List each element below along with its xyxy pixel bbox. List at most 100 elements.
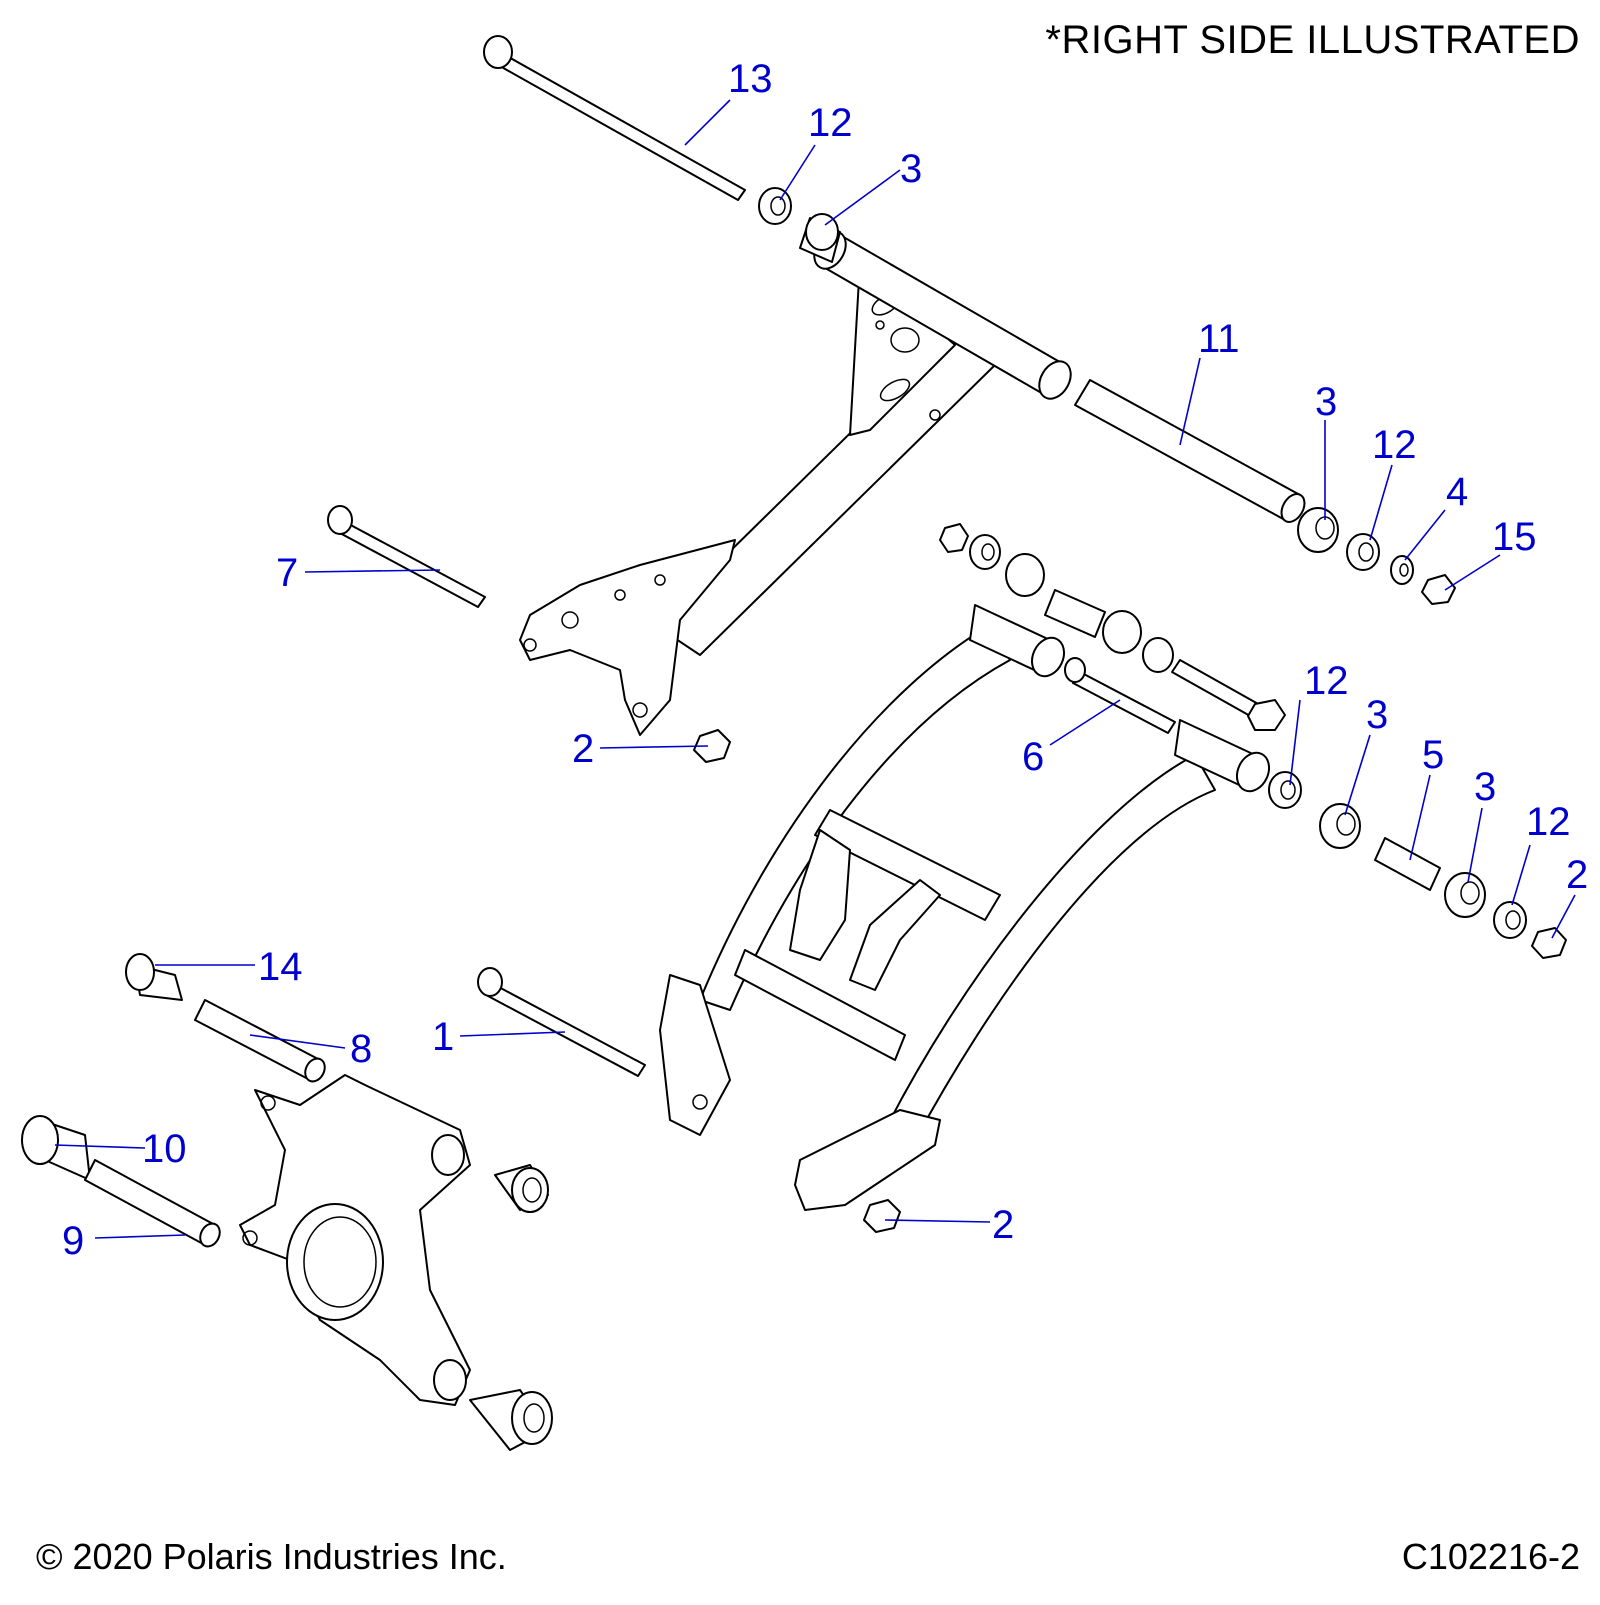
leader-5 <box>1409 774 1431 861</box>
bracket-hole-3 <box>614 589 626 601</box>
callout-4: 4 <box>1446 470 1468 514</box>
knuckle-bore <box>286 1203 384 1321</box>
callout-2-c: 2 <box>1566 853 1588 897</box>
knuckle-bushing-lower <box>469 1389 553 1451</box>
nut-15-body <box>1421 574 1456 605</box>
washer-12-d <box>1493 901 1527 939</box>
callout-12-b: 12 <box>1372 423 1417 467</box>
bolt-6 <box>1064 657 1176 734</box>
bracket-hole-2 <box>561 611 579 629</box>
knuckle-upper-eye <box>431 1134 465 1176</box>
bushing-3-c <box>1319 803 1361 849</box>
tube-11-end <box>1280 493 1306 523</box>
lower-arm-left-tube <box>699 624 1011 1011</box>
sleeve-stack <box>1044 589 1106 638</box>
washer-4-inner <box>1399 563 1409 577</box>
bolt-stack-shank <box>1171 659 1261 718</box>
bushing-3-d-bore <box>1460 881 1480 905</box>
nut-15 <box>1421 574 1456 605</box>
knuckle-bushing-lower-face <box>511 1391 553 1445</box>
nut-2-b-body <box>863 1199 901 1233</box>
washer-12-a <box>758 187 792 225</box>
knuckle-bore-inner <box>303 1216 377 1308</box>
leader-8 <box>249 1034 346 1049</box>
knuckle-tie-hole <box>260 1095 276 1111</box>
callout-12-a: 12 <box>808 101 853 145</box>
leader-13 <box>684 99 731 146</box>
washer-12-c-bore <box>1280 780 1296 800</box>
bushing-14-flange <box>125 953 155 991</box>
callout-12-d: 12 <box>1526 800 1571 844</box>
pin-9-body <box>84 1159 216 1246</box>
leader-10 <box>54 1144 146 1149</box>
callout-8: 8 <box>350 1027 372 1071</box>
callout-5: 5 <box>1422 733 1444 777</box>
knuckle-bushing-upper <box>494 1164 549 1213</box>
rear-pivot-end <box>1235 751 1271 793</box>
leader-11 <box>1179 357 1201 446</box>
callout-3-d: 3 <box>1474 765 1496 809</box>
tube-11-body <box>1074 379 1301 521</box>
washer-12-a-outer <box>758 187 792 225</box>
bolt-1-head <box>477 967 503 997</box>
bolt-6-head <box>1064 657 1086 683</box>
callout-10: 10 <box>142 1127 187 1171</box>
callout-2-b: 2 <box>992 1203 1014 1247</box>
gusset-hole-small-2 <box>929 409 941 421</box>
lower-control-arm <box>659 604 1271 1211</box>
pin-9-end <box>199 1222 221 1248</box>
lower-arm-bracket-2 <box>849 879 941 991</box>
bushing-10 <box>21 1115 91 1181</box>
lower-arm-right-tube <box>879 754 1216 1151</box>
bracket-hole-4 <box>654 574 666 586</box>
spindle-knuckle <box>239 1074 471 1406</box>
nut-2-a <box>693 729 731 763</box>
washer-12-b <box>1346 533 1380 571</box>
washer-stack-1-bore <box>981 543 995 561</box>
cross-tube-end-right <box>1038 360 1072 400</box>
nut-top-left <box>939 523 969 553</box>
callout-2-a: 2 <box>572 727 594 771</box>
leader-12-c <box>1289 699 1301 786</box>
gusset-slot-2 <box>879 378 911 402</box>
leader-7 <box>304 569 441 573</box>
callout-14: 14 <box>258 945 303 989</box>
nut-2-c <box>1531 927 1567 959</box>
knuckle-bushing-lower-bore <box>523 1403 545 1433</box>
bolt-1 <box>477 967 646 1077</box>
pin-8-body <box>194 999 321 1081</box>
bolt-1-shank <box>487 984 646 1077</box>
leader-3-d <box>1467 807 1483 883</box>
knuckle-brake-hole <box>242 1230 258 1246</box>
lower-arm-bracket-1 <box>789 829 851 961</box>
bolt-stack-head <box>1247 699 1286 731</box>
leader-3-a <box>824 169 901 226</box>
lower-arm-crossbar-lower <box>734 949 906 1061</box>
pin-8-end <box>304 1057 326 1083</box>
leader-6 <box>1049 699 1121 746</box>
lower-right-hardware <box>1268 771 1567 959</box>
bushing-3-a <box>799 213 841 263</box>
pin-9 <box>84 1159 221 1248</box>
callout-6: 6 <box>1022 735 1044 779</box>
bolt-13-shank <box>497 54 746 201</box>
callout-7: 7 <box>276 551 298 595</box>
pivot-bolt-13 <box>483 35 746 201</box>
bolt-7-head <box>327 505 353 535</box>
nut-2-b <box>863 1199 901 1233</box>
knuckle-lower-eye <box>433 1359 467 1401</box>
washer-12-c <box>1268 771 1302 809</box>
upper-arm-bracket <box>519 539 736 736</box>
callout-15: 15 <box>1492 515 1537 559</box>
front-pivot-end <box>1030 636 1066 678</box>
washer-12-a-inner <box>770 196 786 216</box>
gusset-hole-small-1 <box>875 320 885 330</box>
bolt-7 <box>327 505 486 608</box>
knuckle-bushing-upper-bore <box>522 1177 542 1203</box>
bushing-10-flange <box>21 1115 59 1165</box>
leader-3-c <box>1344 734 1371 816</box>
leader-2-a <box>599 745 709 749</box>
washer-stack-1 <box>969 534 1001 570</box>
